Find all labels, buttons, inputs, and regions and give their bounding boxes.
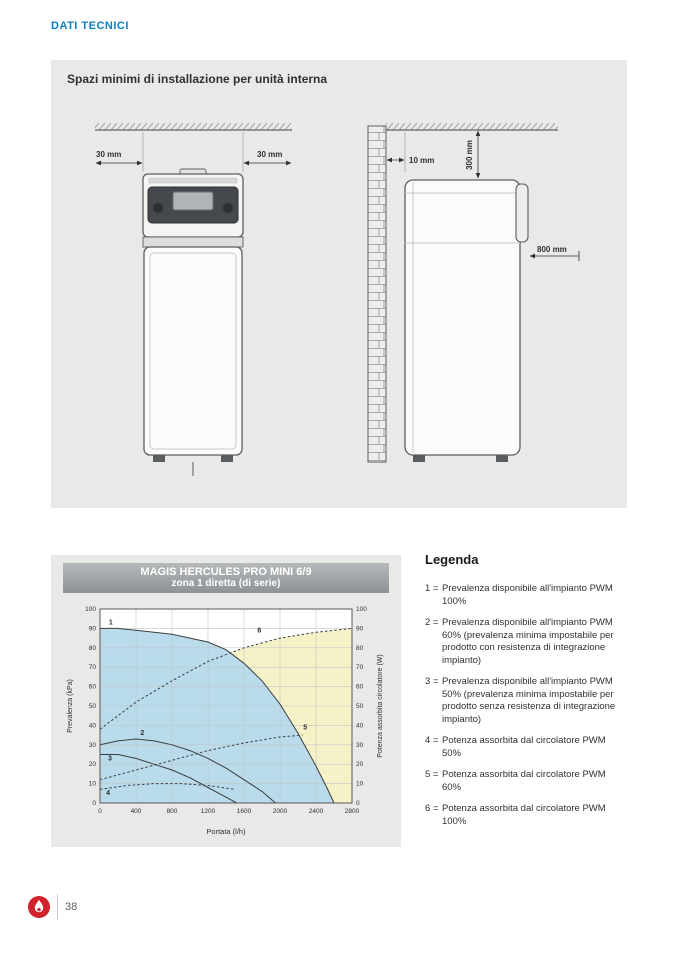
legend-item-number: 5 = [425, 769, 439, 781]
legend-item-text: Potenza assorbita dal circolatore PWM 60… [442, 769, 606, 793]
control-panel-side [515, 183, 529, 243]
svg-text:Prevalenza (kPa): Prevalenza (kPa) [67, 679, 74, 733]
svg-text:2800: 2800 [345, 808, 360, 815]
svg-text:100: 100 [85, 606, 96, 613]
dim-label-300mm: 300 mm [465, 140, 474, 170]
brick-wall [367, 125, 387, 463]
dim-label-right-30mm: 30 mm [257, 150, 282, 159]
chart-title: MAGIS HERCULES PRO MINI 6/9 [140, 566, 312, 578]
svg-text:20: 20 [356, 761, 364, 768]
svg-text:6: 6 [257, 627, 261, 634]
svg-text:0: 0 [92, 800, 96, 807]
legend-item: 6 = Potenza assorbita dal circolatore PW… [425, 803, 630, 828]
svg-text:0: 0 [98, 808, 102, 815]
svg-text:5: 5 [303, 724, 307, 731]
legend: Legenda 1 = Prevalenza disponibile all'i… [425, 552, 630, 838]
svg-text:60: 60 [89, 684, 97, 691]
svg-text:4: 4 [106, 790, 110, 797]
svg-text:90: 90 [356, 625, 364, 632]
installation-panel-title: Spazi minimi di installazione per unità … [67, 72, 328, 86]
legend-item-number: 6 = [425, 803, 439, 815]
svg-text:Portata (l/h): Portata (l/h) [206, 827, 246, 836]
svg-text:70: 70 [89, 664, 97, 671]
legend-item: 3 = Prevalenza disponibile all'impianto … [425, 676, 630, 726]
svg-text:1200: 1200 [201, 808, 216, 815]
legend-item-text: Potenza assorbita dal circolatore PWM 50… [442, 735, 606, 759]
page-footer: 38 [27, 893, 77, 921]
svg-text:2: 2 [140, 730, 144, 737]
knob-left [153, 203, 163, 213]
svg-text:100: 100 [356, 606, 367, 613]
ceiling-hatch [386, 123, 558, 130]
legend-item-number: 4 = [425, 735, 439, 747]
installation-panel: 30 mm 30 mm [51, 60, 627, 508]
svg-text:40: 40 [356, 722, 364, 729]
svg-text:40: 40 [89, 722, 97, 729]
svg-text:Potenza assorbita circolatore: Potenza assorbita circolatore (W) [377, 654, 384, 757]
pump-chart-panel: MAGIS HERCULES PRO MINI 6/9 zona 1 diret… [51, 555, 401, 847]
indoor-unit-side [404, 179, 529, 462]
installation-drawings: 30 mm 30 mm [95, 123, 580, 476]
svg-text:2000: 2000 [273, 808, 288, 815]
page-number: 38 [65, 901, 78, 913]
footer-divider [57, 894, 58, 920]
svg-text:30: 30 [89, 742, 97, 749]
svg-text:50: 50 [356, 703, 364, 710]
dim-label-left-30mm: 30 mm [96, 150, 121, 159]
legend-item: 1 = Prevalenza disponibile all'impianto … [425, 583, 630, 608]
svg-text:50: 50 [89, 703, 97, 710]
indoor-unit-front [142, 168, 244, 476]
display [172, 191, 214, 211]
legend-item: 4 = Potenza assorbita dal circolatore PW… [425, 735, 630, 760]
svg-text:20: 20 [89, 761, 97, 768]
svg-text:2400: 2400 [309, 808, 324, 815]
front-view-drawing: 30 mm 30 mm [95, 123, 292, 476]
svg-text:400: 400 [131, 808, 142, 815]
svg-text:30: 30 [356, 742, 364, 749]
legend-item-number: 3 = [425, 676, 439, 688]
legend-item-text: Prevalenza disponibile all'impianto PWM … [442, 617, 614, 666]
side-view-drawing: 10 mm 300 mm 800 mm [367, 123, 580, 463]
legend-item-text: Prevalenza disponibile all'impianto PWM … [442, 583, 613, 607]
legend-item-text: Prevalenza disponibile all'impianto PWM … [442, 676, 616, 725]
svg-text:0: 0 [356, 800, 360, 807]
svg-text:80: 80 [89, 645, 97, 652]
svg-text:60: 60 [356, 684, 364, 691]
dim-label-10mm: 10 mm [409, 156, 434, 165]
ceiling-hatch [95, 123, 292, 130]
legend-title: Legenda [425, 552, 479, 567]
svg-text:1600: 1600 [237, 808, 252, 815]
legend-item-text: Potenza assorbita dal circolatore PWM 10… [442, 803, 606, 827]
svg-text:3: 3 [108, 755, 112, 762]
svg-text:90: 90 [89, 625, 97, 632]
chart-subtitle: zona 1 diretta (di serie) [171, 578, 281, 589]
dim-label-800mm: 800 mm [537, 245, 567, 254]
page-title: DATI TECNICI [51, 20, 129, 32]
brand-logo-icon [28, 896, 50, 918]
legend-item: 2 = Prevalenza disponibile all'impianto … [425, 617, 630, 667]
svg-text:70: 70 [356, 664, 364, 671]
legend-item-number: 1 = [425, 583, 439, 594]
svg-text:10: 10 [356, 781, 364, 788]
legend-item-number: 2 = [425, 617, 439, 629]
svg-text:800: 800 [167, 808, 178, 815]
svg-text:80: 80 [356, 645, 364, 652]
svg-text:10: 10 [89, 781, 97, 788]
legend-item: 5 = Potenza assorbita dal circolatore PW… [425, 769, 630, 794]
chart-header: MAGIS HERCULES PRO MINI 6/9 zona 1 diret… [63, 563, 389, 593]
knob-right [223, 203, 233, 213]
svg-text:1: 1 [109, 620, 113, 627]
